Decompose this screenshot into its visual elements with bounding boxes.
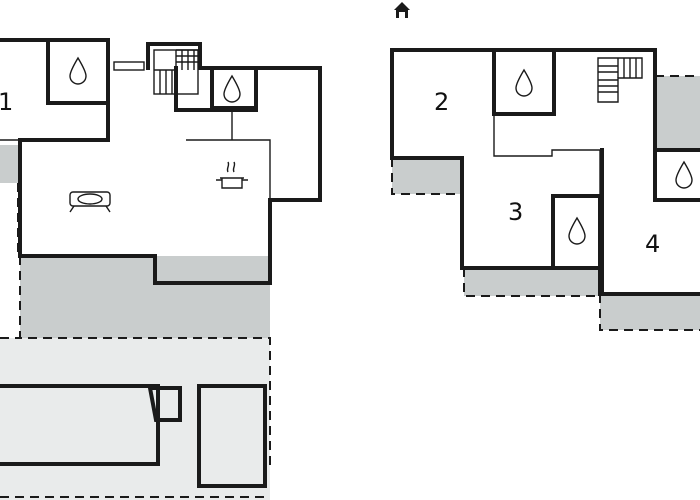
cooking-pot-icon bbox=[216, 161, 248, 189]
staircase-icon-right bbox=[597, 57, 643, 103]
house-entrance-icon bbox=[394, 2, 410, 18]
swimming-pool bbox=[0, 384, 160, 466]
water-drop-icon bbox=[223, 74, 241, 103]
kitchen-wall bbox=[186, 110, 271, 200]
staircase-icon bbox=[153, 49, 199, 95]
hall-wall bbox=[174, 66, 258, 112]
room-label-1: 1 bbox=[0, 88, 13, 116]
left-outdoor-areas bbox=[0, 145, 271, 500]
water-drop-icon bbox=[675, 160, 693, 189]
terrace-lower bbox=[20, 256, 270, 338]
water-drop-icon bbox=[568, 216, 586, 245]
window-sill bbox=[113, 61, 145, 71]
pool-equipment-box bbox=[197, 384, 267, 488]
terrace-outline bbox=[0, 256, 271, 470]
terrace-right-3 bbox=[600, 294, 700, 330]
terrace-side bbox=[0, 145, 18, 183]
right-building bbox=[390, 48, 700, 296]
right-outdoor-areas bbox=[391, 75, 700, 331]
bath-2 bbox=[210, 66, 258, 112]
divider-2 bbox=[493, 50, 601, 268]
bath-5 bbox=[653, 148, 700, 202]
terrace-right-2 bbox=[464, 268, 600, 296]
garden-area bbox=[0, 338, 270, 500]
sofa-icon bbox=[69, 191, 111, 213]
terrace-right-4 bbox=[655, 76, 700, 150]
water-drop-icon bbox=[69, 56, 87, 85]
pool-step bbox=[147, 386, 182, 422]
room-label-3: 3 bbox=[508, 198, 523, 226]
left-building bbox=[0, 38, 322, 285]
bath-1 bbox=[46, 38, 110, 105]
room-label-2: 2 bbox=[434, 88, 449, 116]
room-label-4: 4 bbox=[645, 230, 660, 258]
terrace-right-1 bbox=[392, 158, 462, 194]
bath-4 bbox=[551, 194, 602, 270]
water-drop-icon bbox=[515, 68, 533, 97]
bath-3 bbox=[492, 48, 556, 116]
